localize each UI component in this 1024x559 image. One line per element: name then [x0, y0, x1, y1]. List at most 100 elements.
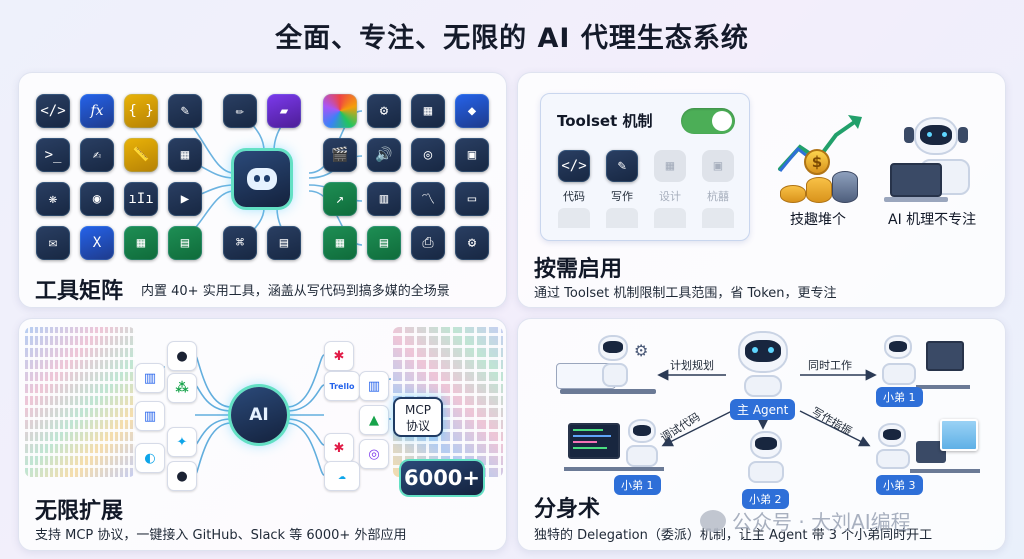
github-icon: ● — [167, 341, 197, 371]
monitor-play-icon: ▣ — [455, 138, 489, 172]
table-icon: ▦ — [323, 226, 357, 260]
ruler-icon: 📏 — [124, 138, 158, 172]
printer-icon: ⎙ — [411, 226, 445, 260]
gear-icon: ⚙ — [367, 94, 401, 128]
chart-growth-icon: ↗ — [323, 182, 357, 216]
mcp-ai-hub-icon: AI — [231, 387, 287, 443]
main-agent-badge: 主 Agent — [730, 399, 796, 420]
aperture-icon: ❋ — [36, 182, 70, 216]
dollar-coin-icon: $ — [804, 149, 830, 175]
terminal-icon: >_ — [36, 138, 70, 172]
disabled-tool-icon — [606, 208, 638, 228]
delegation-heading: 分身术 — [534, 497, 601, 522]
tool-label-write: 写作 — [611, 190, 633, 203]
delegation-panel: ⚙ 计划规划 主 Agent 同时工作 小弟 1 调试代码 写作指振 小弟 1 — [517, 318, 1006, 551]
google-drive-icon: ▲ — [359, 405, 389, 435]
planner-robot-icon: ⚙ — [556, 333, 656, 413]
mail-icon: ✉ — [36, 226, 70, 260]
mcp-badge-line2: 协议 — [405, 419, 430, 433]
watermark-text: 公众号 · 大刘AI编程 — [732, 510, 911, 534]
edit-icon: ✏ — [223, 94, 257, 128]
mcp-panel: ● ▥ ⁂ ▥ ◐ ✦ ● AI ✱ Trello ▥ ▲ ✱ ◎ ☁ MCP … — [18, 318, 507, 551]
wechat-icon — [700, 509, 726, 532]
clapperboard-icon: 🎬 — [323, 138, 357, 172]
pen-icon[interactable]: ✎ — [606, 150, 638, 182]
cube-icon: ◆ — [455, 94, 489, 128]
camera-icon: ◉ — [80, 182, 114, 216]
ai-agent-hub-icon — [234, 151, 290, 207]
salesforce-icon: ☁ — [324, 461, 360, 491]
sub-agent-1-bottom-badge: 小弟 1 — [614, 475, 661, 495]
trello-icon: ▥ — [135, 401, 165, 431]
toolset-card: Toolset 机制 </> 代码 ✎ 写作 ▦ 设计 ▣ 杭囍 — [540, 93, 750, 241]
image-icon — [940, 419, 978, 451]
mcp-badge-line1: MCP — [405, 403, 431, 417]
disabled-tool-icon — [558, 208, 590, 228]
ruler-tool-icon: ▰ — [267, 94, 301, 128]
robot-face-icon — [247, 168, 277, 190]
speaker-icon: 🔊 — [367, 138, 401, 172]
palette-icon: ▦ — [168, 138, 202, 172]
token-waste-caption: 技趣堆个 — [790, 212, 846, 228]
sub-agent-2-badge: 小弟 2 — [742, 489, 789, 509]
function-icon: fx — [80, 94, 114, 128]
sub-agent-1-robot-icon — [880, 335, 970, 395]
figma-icon: ◎ — [359, 439, 389, 469]
disabled-tools-row — [558, 208, 734, 228]
task-parallel-label: 同时工作 — [808, 359, 852, 372]
trello-small-icon: ▥ — [135, 363, 165, 393]
code-icon[interactable]: </> — [558, 150, 590, 182]
task-plan-label: 计划规划 — [670, 359, 714, 372]
mcp-desc: 支持 MCP 协议，一键接入 GitHub、Slack 等 6000+ 外部应用 — [35, 528, 407, 543]
mcp-protocol-badge: MCP 协议 — [393, 397, 443, 437]
play-icon: ▶ — [168, 182, 202, 216]
mcp-heading: 无限扩展 — [35, 499, 124, 524]
watermark: 公众号 · 大刘AI编程 — [700, 506, 911, 535]
page-title: 全面、专注、无限的 AI 代理生态系统 — [275, 23, 749, 54]
calculator-icon: ▦ — [411, 94, 445, 128]
trello-label: Trello — [329, 381, 355, 391]
twitter-icon: ✦ — [167, 427, 197, 457]
sub-agent-3-robot-icon — [874, 419, 984, 475]
app-count-badge: 6000+ — [401, 461, 483, 495]
tools-heading: 工具矩阵 — [35, 279, 124, 304]
toolset-card-title: Toolset 机制 — [557, 112, 653, 130]
disabled-tool-icon — [654, 208, 686, 228]
network-icon: ⁂ — [167, 373, 197, 403]
excel-icon: X — [80, 226, 114, 260]
slack-icon: ✱ — [324, 341, 354, 371]
slides-icon: ▭ — [455, 182, 489, 216]
toolset-toggle[interactable] — [681, 108, 735, 134]
film-icon[interactable]: ▣ — [702, 150, 734, 182]
notepad-icon: ✎ — [168, 94, 202, 128]
gear-icon: ⚙ — [634, 341, 649, 360]
sheet-doc-icon: ▤ — [367, 226, 401, 260]
sub-agent-2-robot-icon — [742, 431, 792, 487]
waveform-icon: ıIı — [124, 182, 158, 216]
main-agent-robot-icon — [730, 331, 796, 401]
palette-icon[interactable]: ▦ — [654, 150, 686, 182]
tools-desc: 内置 40+ 实用工具，涵盖从写代码到搞多媒的全场景 — [141, 284, 450, 299]
slack-icon: ✱ — [324, 433, 354, 463]
github-icon: ● — [167, 461, 197, 491]
settings-icon: ⚙ — [455, 226, 489, 260]
pencil-icon: ✍ — [80, 138, 114, 172]
tool-label-code: 代码 — [563, 190, 585, 203]
distracted-robot-icon — [884, 113, 990, 205]
bar-chart-icon: ▥ — [367, 182, 401, 216]
tool-label-media: 杭囍 — [707, 190, 729, 203]
coder-robot-icon — [564, 419, 664, 475]
trello-logo-icon: Trello — [324, 371, 360, 401]
toggle-knob — [712, 111, 732, 131]
document-icon: ▤ — [267, 226, 301, 260]
sheets-icon: ▤ — [168, 226, 202, 260]
toolset-desc: 通过 Toolset 机制限制工具范围，省 Token，更专注 — [534, 286, 837, 301]
toolset-panel: Toolset 机制 </> 代码 ✎ 写作 ▦ 设计 ▣ 杭囍 $ 技趣堆个 — [517, 72, 1006, 308]
coin-stack-icon — [780, 171, 860, 203]
tool-label-design: 设计 — [659, 190, 681, 203]
laptop-icon — [890, 163, 942, 197]
unfocused-caption: AI 机理不专注 — [888, 212, 977, 228]
sub-agent-1-top-badge: 小弟 1 — [876, 387, 923, 407]
disabled-tool-icon — [702, 208, 734, 228]
toolset-heading: 按需启用 — [534, 257, 623, 282]
